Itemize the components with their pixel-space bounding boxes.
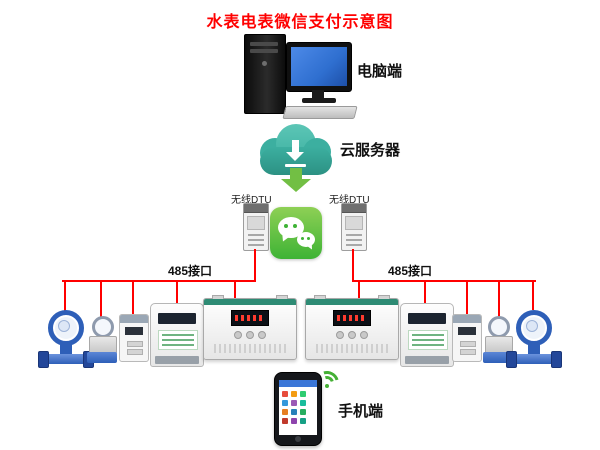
rs485-bus-line	[254, 249, 256, 282]
diagram-title: 水表电表微信支付示意图	[206, 14, 394, 31]
electric-meter-icon	[400, 303, 454, 367]
rs485-drop-line	[100, 282, 102, 318]
cloud-label: 云服务器	[340, 142, 401, 159]
rs485-drop-line	[234, 282, 236, 298]
rs485-drop-line	[424, 282, 426, 303]
meter-controller-icon	[305, 295, 399, 360]
computer-tower	[244, 34, 286, 114]
cloud-download-icon	[258, 122, 334, 176]
rs485-right-label: 485接口	[388, 264, 433, 278]
rs485-drop-line	[176, 282, 178, 303]
wireless-dtu-module-icon	[243, 203, 269, 251]
rs485-drop-line	[64, 282, 66, 312]
small-meter-icon	[452, 314, 482, 362]
desktop-computer-icon	[236, 30, 361, 120]
water-meter-icon	[506, 308, 562, 370]
wireless-dtu-module-icon	[341, 203, 367, 251]
water-meter-icon	[482, 316, 514, 364]
rs485-bus-line	[352, 280, 536, 282]
computer-monitor	[286, 42, 352, 92]
small-meter-icon	[119, 314, 149, 362]
dtu-left-label: 无线DTU	[231, 195, 272, 206]
water-meter-icon	[38, 308, 94, 370]
meter-controller-icon	[203, 295, 297, 360]
rs485-drop-line	[358, 282, 360, 298]
rs485-bus-line	[352, 249, 354, 282]
computer-label: 电脑端	[357, 63, 403, 80]
electric-meter-icon	[150, 303, 204, 367]
computer-keyboard	[282, 106, 358, 119]
rs485-left-label: 485接口	[168, 264, 213, 278]
rs485-drop-line	[466, 282, 468, 314]
wechat-icon	[270, 207, 322, 259]
down-arrow-icon	[281, 168, 311, 192]
wifi-signal-icon	[308, 362, 344, 400]
phone-label: 手机端	[338, 403, 384, 420]
dtu-right-label: 无线DTU	[329, 195, 370, 206]
rs485-drop-line	[498, 282, 500, 318]
smartphone-icon	[274, 372, 322, 446]
rs485-bus-line	[62, 280, 256, 282]
rs485-drop-line	[532, 282, 534, 310]
rs485-drop-line	[132, 282, 134, 314]
water-meter-icon	[86, 316, 118, 364]
